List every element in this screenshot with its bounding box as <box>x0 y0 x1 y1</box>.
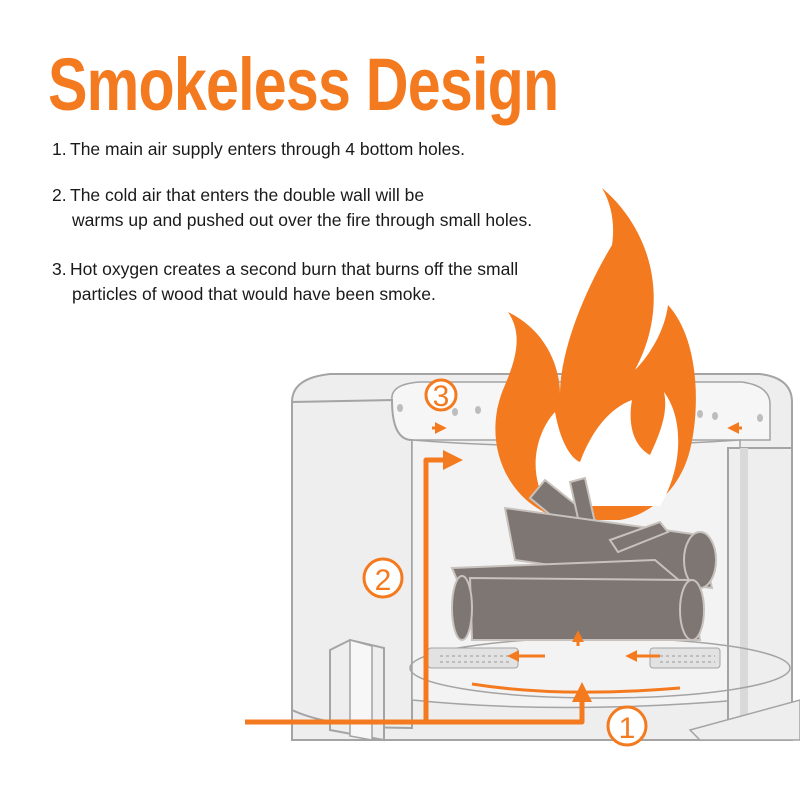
marker-1-label: 1 <box>619 712 636 745</box>
page-title: Smokeless Design <box>48 43 559 126</box>
marker-1: 1 <box>606 705 648 747</box>
step-3-line-2: particles of wood that would have been s… <box>72 284 436 304</box>
marker-2: 2 <box>362 557 404 599</box>
marker-3-label: 3 <box>433 380 450 413</box>
step-3-line-1: Hot oxygen creates a second burn that bu… <box>70 259 519 279</box>
step-1-number: 1. <box>52 139 67 159</box>
flame-inner <box>535 392 679 506</box>
right-wall-slot <box>740 448 748 740</box>
air-flow-arrow-icon <box>245 422 742 725</box>
marker-3: 3 <box>424 378 458 413</box>
marker-2-label: 2 <box>375 564 392 597</box>
right-outer-wall <box>727 447 793 741</box>
air-intake-post-side <box>349 639 373 741</box>
step-1-line-1: The main air supply enters through 4 bot… <box>70 139 465 159</box>
step-2-line-2: warms up and pushed out over the fire th… <box>72 210 533 230</box>
step-2-number: 2. <box>52 185 67 205</box>
step-1: 1.The main air supply enters through 4 b… <box>52 137 465 162</box>
step-3-number: 3. <box>52 259 67 279</box>
bottom-rim <box>688 699 800 741</box>
step-2-line-1: The cold air that enters the double wall… <box>70 185 425 205</box>
step-2: 2.The cold air that enters the double wa… <box>52 183 532 233</box>
left-outer-wall <box>291 398 413 730</box>
bottom-vents <box>427 647 721 669</box>
wood-logs-icon <box>450 476 717 641</box>
step-3: 3.Hot oxygen creates a second burn that … <box>52 257 518 307</box>
